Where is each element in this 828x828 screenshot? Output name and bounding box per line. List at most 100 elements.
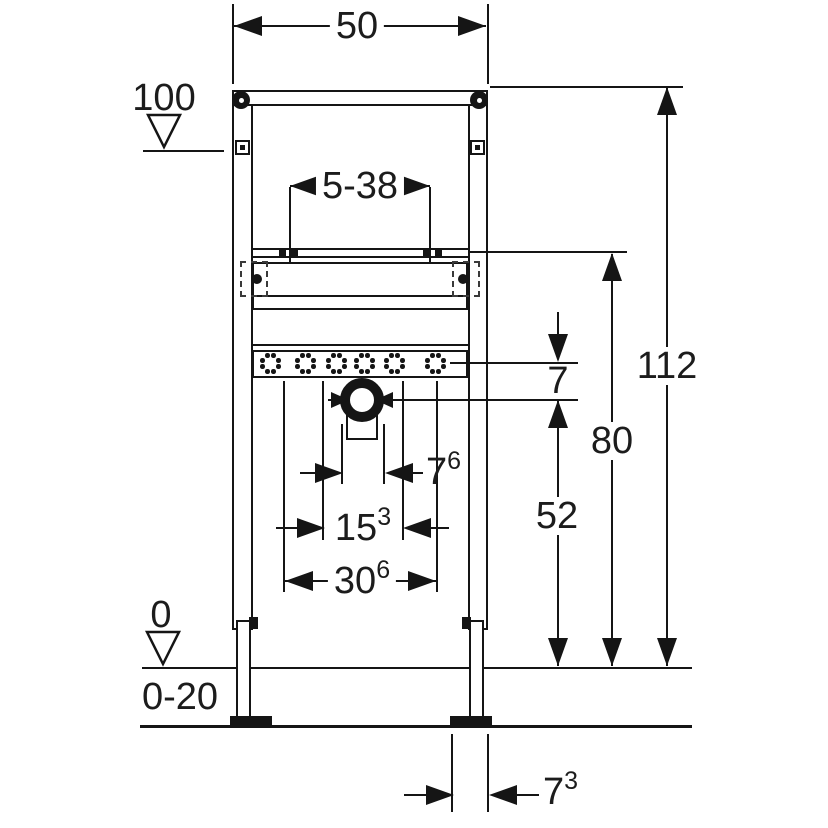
- frame-left-rail: [232, 90, 253, 630]
- arrow-right-icon: [297, 518, 325, 538]
- rail-hole-icon: [271, 353, 277, 358]
- rail-hole-icon: [260, 357, 265, 363]
- arrow-right-icon: [408, 571, 436, 591]
- drain-centerline: [328, 398, 578, 401]
- rail-hole-icon: [358, 353, 364, 358]
- floor-line-finished: [142, 666, 692, 669]
- rail-hole-icon: [299, 369, 305, 374]
- arrow-right-icon: [402, 176, 430, 196]
- rail-hole-icon: [326, 364, 331, 370]
- extension-line: [490, 86, 683, 88]
- leg-left: [236, 620, 251, 719]
- frame-top-rail: [232, 90, 488, 106]
- foot-plate-left: [230, 716, 272, 727]
- extension-line: [383, 424, 385, 484]
- anchor-dot-icon: [475, 144, 480, 150]
- arrow-left-icon: [385, 463, 413, 483]
- crossbar-dashed-extension-right: [452, 261, 480, 297]
- dim-7-stub-line: [557, 312, 559, 340]
- rail-hole-icon: [337, 369, 343, 374]
- extension-line: [451, 734, 453, 812]
- rail-hole-icon: [264, 369, 270, 374]
- rail-hole-icon: [400, 357, 405, 363]
- rail-hole-icon: [388, 369, 394, 374]
- dim-7-label: 7: [547, 360, 569, 402]
- rail-hole-icon: [330, 369, 336, 374]
- dim-50-label: 50: [329, 7, 385, 45]
- rail-hole-icon: [337, 353, 343, 358]
- rail-hole-icon: [354, 357, 359, 363]
- level-0-label: 0: [150, 594, 172, 636]
- rail-hole-icon: [330, 353, 336, 358]
- meter-rail-tick: [279, 248, 286, 258]
- level-100-line: [143, 150, 224, 152]
- rail-hole-icon: [388, 353, 394, 358]
- rail-hole-icon: [395, 369, 401, 374]
- extension-line: [322, 381, 324, 540]
- extension-line: [429, 187, 431, 264]
- arrow-up-icon: [602, 253, 622, 281]
- arrow-left-icon: [290, 176, 318, 196]
- arrow-right-icon: [315, 463, 343, 483]
- dim-7-3-label: 73: [543, 767, 579, 813]
- leg-clamp-right-icon: [462, 617, 471, 629]
- rail-hole-icon: [425, 364, 430, 370]
- drain-clamp-arrow-right-icon: [375, 392, 393, 408]
- rail-hole-icon: [326, 357, 331, 363]
- extension-line: [341, 424, 343, 484]
- rail-hole-icon: [384, 357, 389, 363]
- rail-hole-icon: [299, 353, 305, 358]
- arrow-down-icon: [602, 638, 622, 666]
- arrow-left-icon: [234, 16, 262, 36]
- rail-hole-icon: [276, 364, 281, 370]
- rail-hole-icon: [342, 364, 347, 370]
- anchor-dot-icon: [240, 144, 245, 150]
- dim-80-line: [611, 254, 613, 666]
- rail-hole-icon: [354, 364, 359, 370]
- extension-line: [487, 734, 489, 812]
- dim-7-3-tail-right: [513, 794, 539, 796]
- extension-line: [486, 4, 489, 84]
- bolt-pin-icon: [476, 97, 482, 103]
- rail-hole-icon: [365, 369, 371, 374]
- arrow-down-icon: [657, 638, 677, 666]
- meter-rail-tick: [423, 248, 430, 258]
- leg-clamp-left-icon: [249, 617, 258, 629]
- rail-hole-icon: [306, 353, 312, 358]
- dim-7-6-tail-right: [409, 472, 423, 474]
- floor-line-raw: [140, 724, 692, 728]
- dim-15-3-tail-right: [427, 527, 449, 529]
- dim-7-6-tail-left: [300, 472, 318, 474]
- arrow-left-icon: [285, 571, 313, 591]
- perforated-rail: [252, 350, 468, 378]
- dim-30-6-label: 306: [327, 558, 397, 600]
- meter-rail-top-line: [252, 248, 468, 250]
- rail-hole-icon: [441, 357, 446, 363]
- arrow-down-icon: [548, 638, 568, 666]
- rail-hole-icon: [271, 369, 277, 374]
- rail-hole-icon: [342, 357, 347, 363]
- meter-rail-tick: [435, 248, 442, 258]
- rail-hole-icon: [429, 369, 435, 374]
- level-triangle-100-icon: [146, 113, 183, 150]
- foot-plate-right: [450, 716, 492, 727]
- meter-rail-tick: [291, 248, 298, 258]
- crossbar-bolt-left-icon: [252, 274, 262, 284]
- rail-hole-icon: [311, 357, 316, 363]
- rail-hole-icon: [441, 364, 446, 370]
- arrow-left-icon: [403, 518, 431, 538]
- rail-hole-icon: [370, 364, 375, 370]
- extension-line: [436, 381, 438, 592]
- dim-52-label: 52: [529, 497, 585, 535]
- corner-bolt-right-icon: [470, 91, 488, 109]
- rail-hole-icon: [264, 353, 270, 358]
- rail-hole-icon: [436, 353, 442, 358]
- wall-anchor-right-icon: [470, 140, 485, 155]
- dim-15-3-tail-left: [276, 527, 298, 529]
- dim-5-38-label: 5-38: [315, 167, 405, 205]
- arrow-right-icon: [458, 16, 486, 36]
- rail-hole-icon: [295, 364, 300, 370]
- rail-hole-icon: [306, 369, 312, 374]
- frame-right-rail: [467, 90, 488, 630]
